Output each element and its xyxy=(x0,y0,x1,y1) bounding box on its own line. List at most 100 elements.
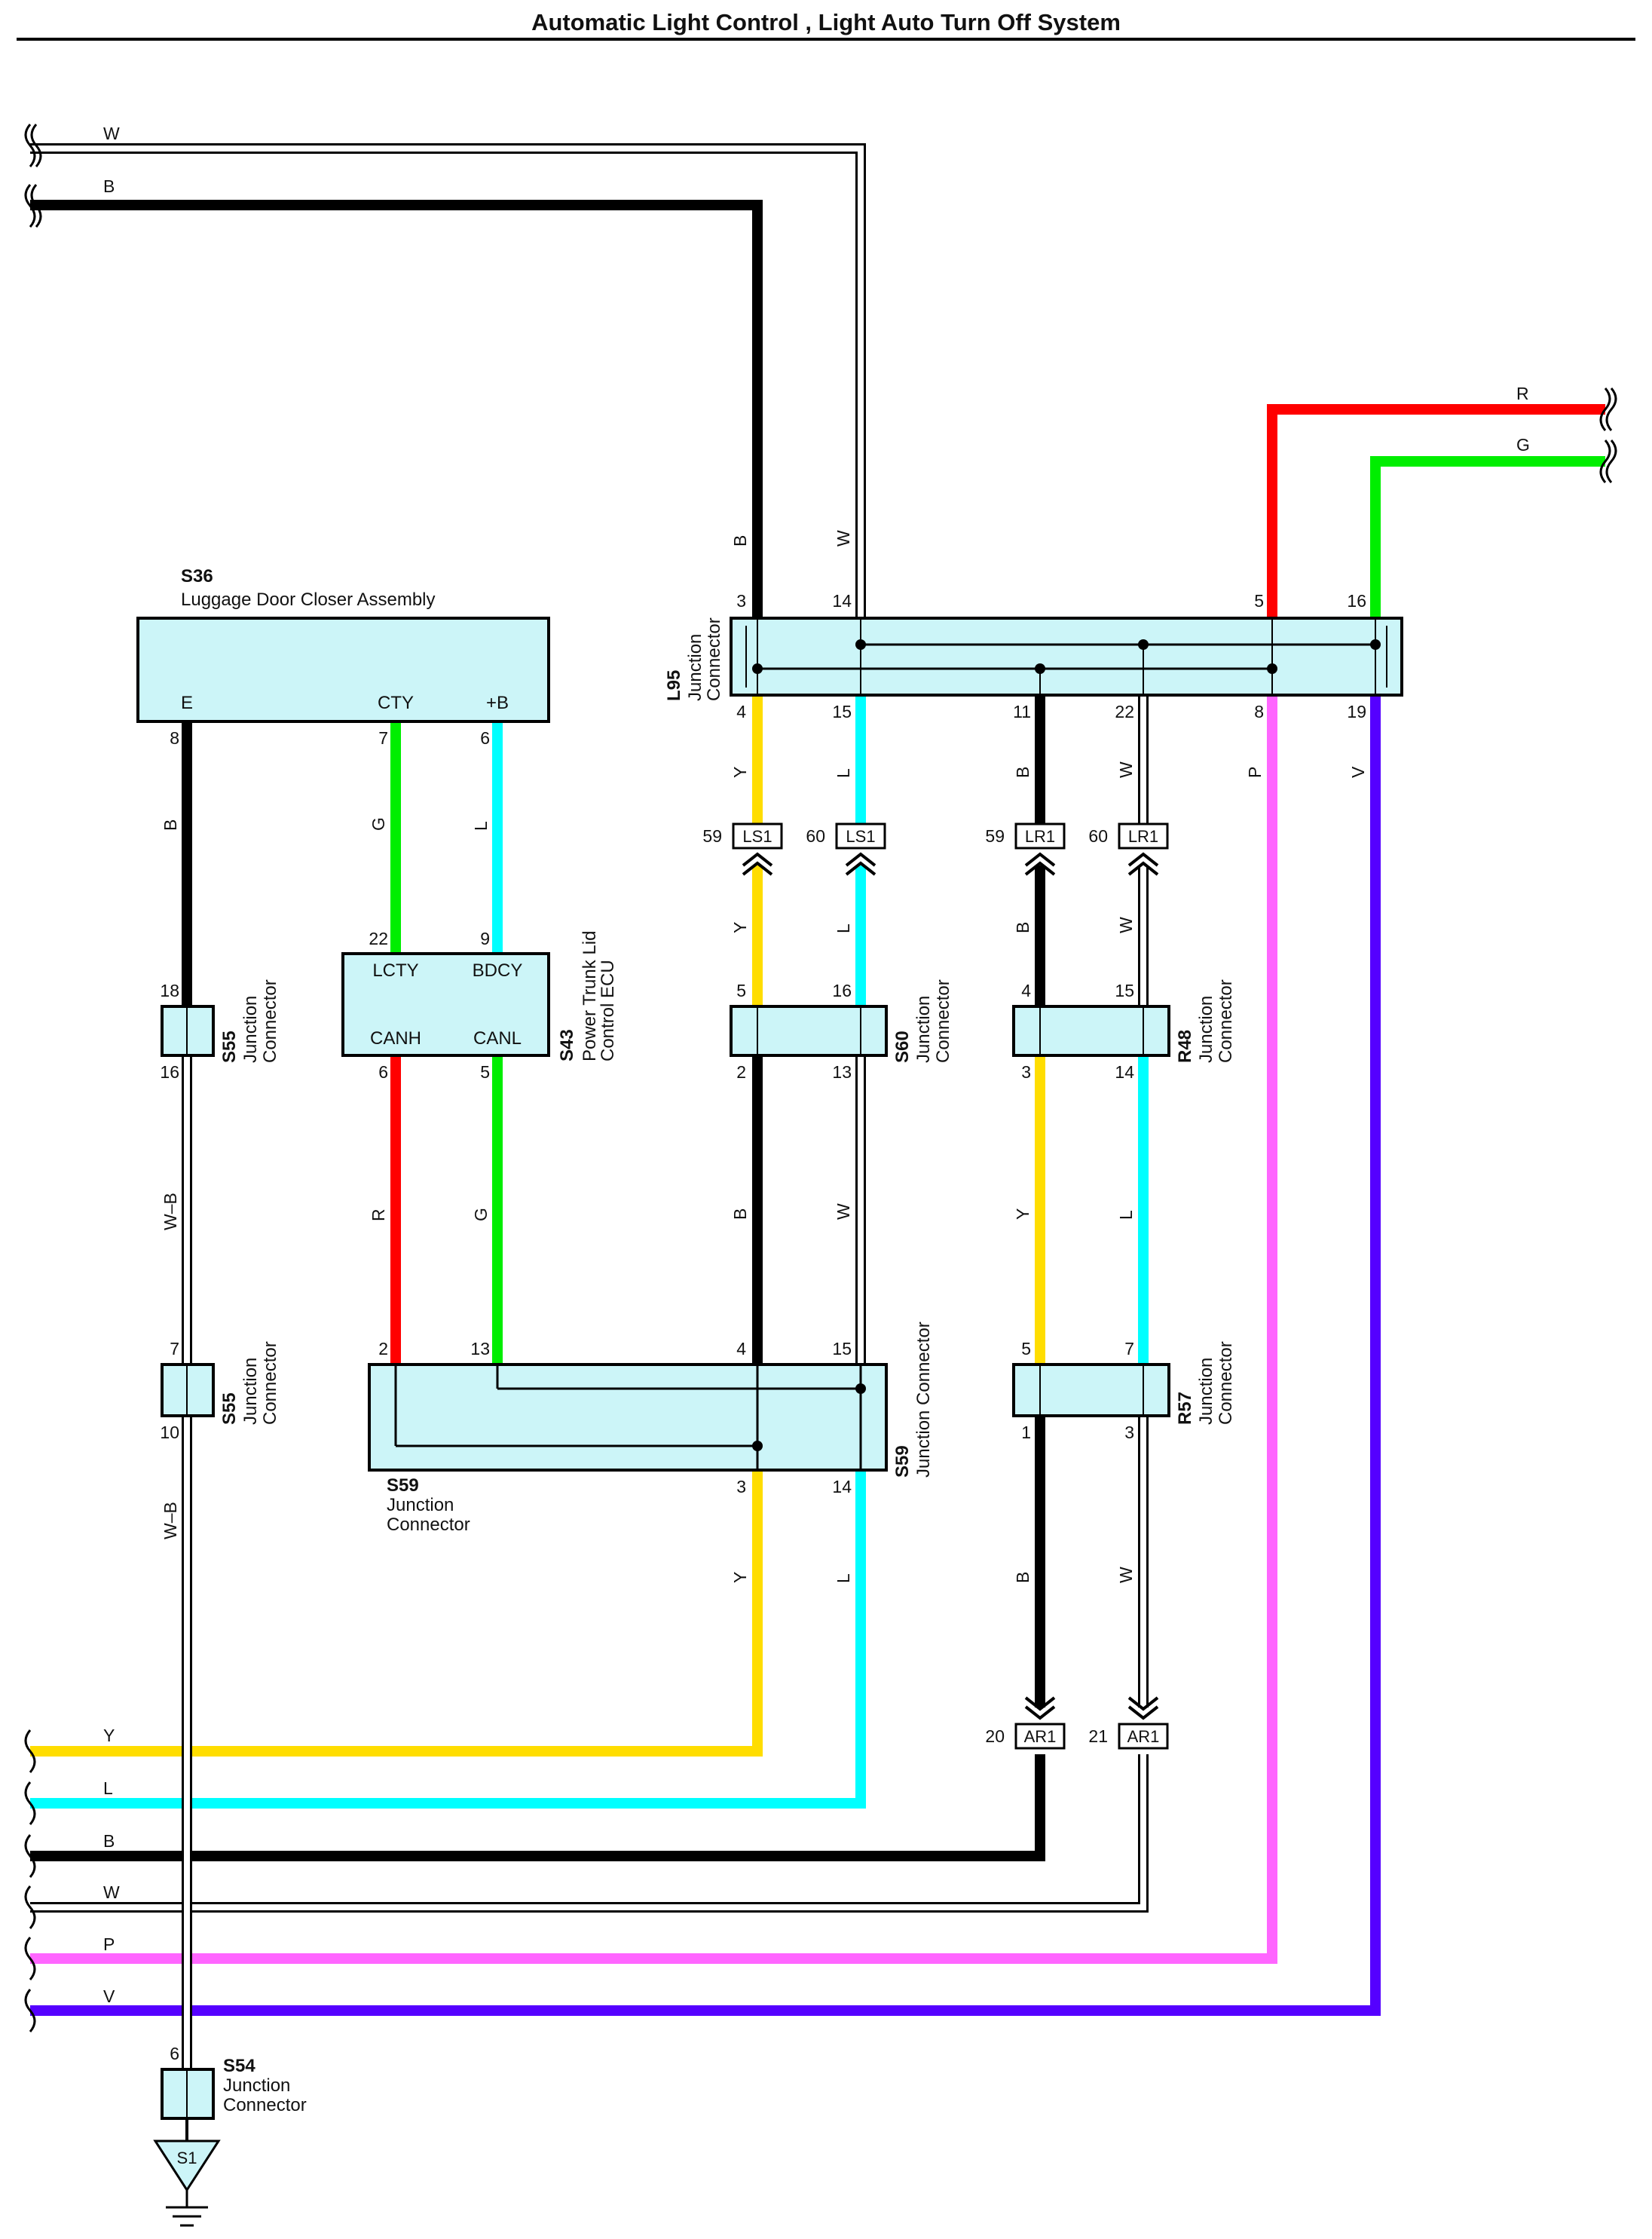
l95-code: L95 xyxy=(664,670,684,701)
svg-text:15: 15 xyxy=(832,702,852,721)
svg-text:3: 3 xyxy=(1021,1062,1031,1082)
s55b-code: S55 xyxy=(219,1392,240,1425)
r57-code: R57 xyxy=(1175,1392,1195,1425)
s59-junction-connector: S59 Junction Connector S59 Junction Conn… xyxy=(368,1322,934,1535)
svg-text:15: 15 xyxy=(832,1339,852,1358)
label-top-w: W xyxy=(103,124,120,143)
svg-text:W: W xyxy=(1116,761,1136,778)
svg-text:Y: Y xyxy=(730,1572,750,1583)
svg-text:20: 20 xyxy=(985,1726,1005,1746)
s43-pin-lcty: LCTY xyxy=(372,960,418,981)
svg-text:7: 7 xyxy=(170,1339,179,1358)
s59-side-name: Junction Connector xyxy=(913,1322,934,1478)
svg-text:7: 7 xyxy=(1124,1339,1134,1358)
s55-junction-connector-upper: S55 Junction Connector xyxy=(161,979,280,1063)
svg-text:14: 14 xyxy=(832,591,852,611)
label-right-r: R xyxy=(1516,384,1529,403)
inline-connector-lr1-59: LR1 59 xyxy=(985,822,1066,876)
inline-connector-ls1-60: LS1 60 xyxy=(806,822,886,876)
svg-text:W–B: W–B xyxy=(161,1502,180,1539)
svg-text:59: 59 xyxy=(702,826,722,846)
svg-text:16: 16 xyxy=(160,1062,179,1082)
svg-text:L: L xyxy=(834,1573,853,1583)
svg-text:60: 60 xyxy=(806,826,825,846)
s36-pin-b: +B xyxy=(486,693,509,713)
svg-text:W: W xyxy=(1116,1567,1136,1583)
svg-text:5: 5 xyxy=(1254,591,1264,611)
svg-text:W–B: W–B xyxy=(161,1193,180,1230)
svg-text:R: R xyxy=(369,1208,388,1221)
s59-code: S59 xyxy=(387,1475,419,1496)
svg-text:8: 8 xyxy=(1254,702,1264,721)
s55a-name2: Connector xyxy=(260,979,280,1063)
s43-power-trunk-lid-ecu: LCTY BDCY CANH CANL S43 Power Trunk Lid … xyxy=(341,931,618,1061)
svg-text:2: 2 xyxy=(378,1339,388,1358)
label-bot-w: W xyxy=(103,1882,120,1902)
wire-top-white xyxy=(30,143,866,618)
s60-name2: Connector xyxy=(933,979,953,1063)
wire-l95-8-pink xyxy=(30,695,1277,1964)
wire-color-labels: W B R G Y L B W P V B G L W–B W–B R G B … xyxy=(103,124,1530,2006)
svg-text:W: W xyxy=(1116,917,1136,933)
svg-text:8: 8 xyxy=(170,728,179,748)
r57-junction-connector: R57 Junction Connector xyxy=(1012,1341,1236,1425)
s36-code: S36 xyxy=(181,566,213,587)
svg-text:4: 4 xyxy=(736,1339,746,1358)
svg-text:Y: Y xyxy=(1013,1208,1032,1220)
svg-text:3: 3 xyxy=(736,591,746,611)
s60-code: S60 xyxy=(892,1031,913,1063)
svg-text:AR1: AR1 xyxy=(1024,1727,1057,1746)
svg-text:4: 4 xyxy=(1021,981,1031,1000)
s59-name1: Junction xyxy=(387,1495,454,1515)
svg-text:21: 21 xyxy=(1088,1726,1108,1746)
svg-text:Y: Y xyxy=(730,922,750,933)
ground-s1: S1 xyxy=(153,2139,221,2227)
inline-connector-ar1-21: AR1 21 xyxy=(1088,1696,1169,1750)
r48-junction-connector: R48 Junction Connector xyxy=(1012,979,1236,1063)
s55a-code: S55 xyxy=(219,1031,240,1063)
svg-text:P: P xyxy=(1245,767,1265,778)
wire-l95-19-violet xyxy=(30,695,1381,2016)
ground-code: S1 xyxy=(177,2149,197,2167)
svg-text:11: 11 xyxy=(1013,702,1031,721)
s54-name1: Junction xyxy=(223,2075,290,2096)
svg-text:13: 13 xyxy=(832,1062,852,1082)
svg-text:LR1: LR1 xyxy=(1025,827,1055,846)
s60-name1: Junction xyxy=(913,996,934,1063)
wire-right-red xyxy=(1267,404,1605,618)
svg-text:6: 6 xyxy=(480,728,490,748)
wire-ar1-b xyxy=(30,1754,1045,1861)
s43-name1: Power Trunk Lid xyxy=(580,931,600,1061)
inline-connector-lr1-60: LR1 60 xyxy=(1088,822,1169,876)
svg-text:L: L xyxy=(1116,1210,1136,1220)
r57-name2: Connector xyxy=(1216,1341,1236,1425)
s54-code: S54 xyxy=(223,2056,255,2076)
inline-connector-ar1-20: AR1 20 xyxy=(985,1696,1066,1750)
svg-text:19: 19 xyxy=(1347,702,1366,721)
svg-text:6: 6 xyxy=(170,2044,179,2063)
s59-name2: Connector xyxy=(387,1515,470,1535)
wire-s59-y xyxy=(30,1470,763,1757)
svg-text:5: 5 xyxy=(1021,1339,1031,1358)
svg-text:59: 59 xyxy=(985,826,1005,846)
l95-junction-connector: L95 Junction Connector xyxy=(664,617,1403,701)
svg-text:14: 14 xyxy=(832,1477,852,1496)
svg-text:2: 2 xyxy=(736,1062,746,1082)
l95-name2: Connector xyxy=(704,617,724,701)
svg-text:5: 5 xyxy=(480,1062,490,1082)
svg-text:LS1: LS1 xyxy=(846,827,875,846)
svg-text:16: 16 xyxy=(1347,591,1366,611)
svg-text:B: B xyxy=(730,1208,750,1220)
l95-name1: Junction xyxy=(685,634,705,701)
svg-text:22: 22 xyxy=(1115,702,1134,721)
s43-pin-canh: CANH xyxy=(370,1028,421,1049)
svg-text:L: L xyxy=(834,768,853,778)
r48-code: R48 xyxy=(1175,1030,1195,1063)
inline-connector-ls1-59: LS1 59 xyxy=(702,822,783,876)
s59-side-code: S59 xyxy=(892,1445,913,1478)
s43-name2: Control ECU xyxy=(598,960,618,1061)
svg-text:5: 5 xyxy=(736,981,746,1000)
svg-text:9: 9 xyxy=(480,929,490,948)
svg-text:16: 16 xyxy=(832,981,852,1000)
